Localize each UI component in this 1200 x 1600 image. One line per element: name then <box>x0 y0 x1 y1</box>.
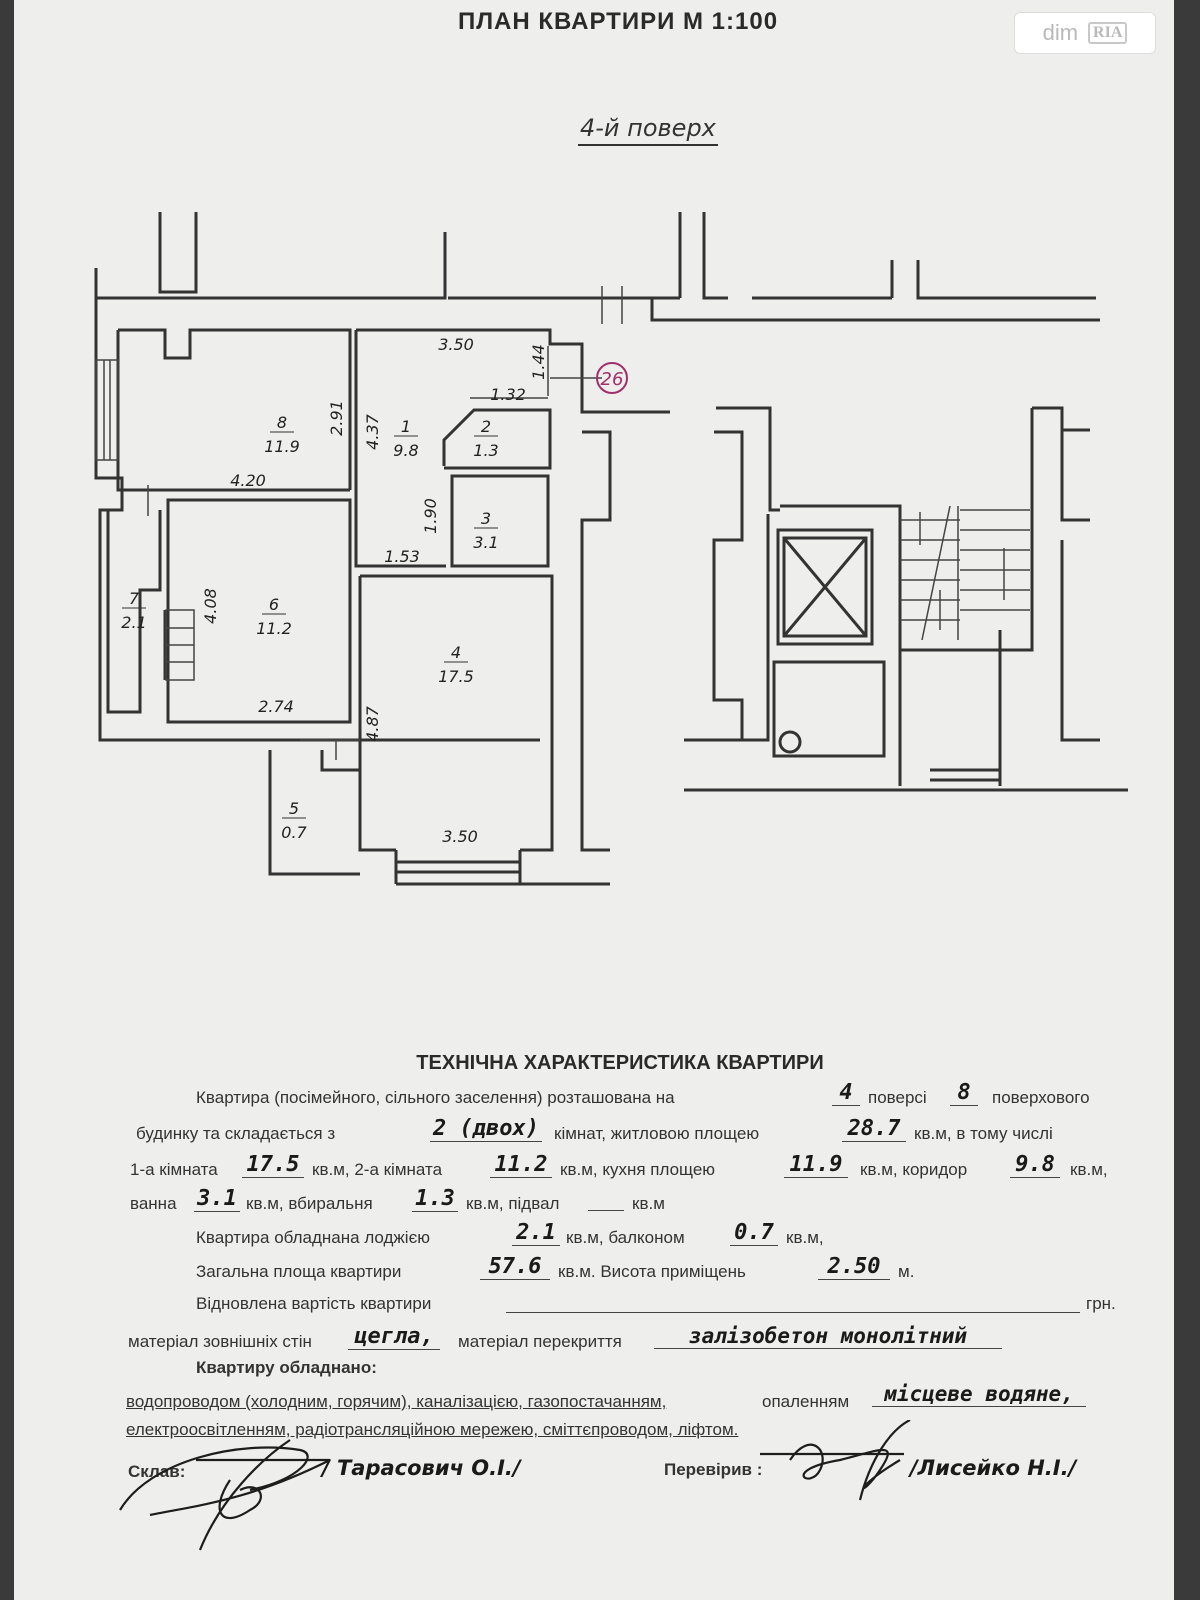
height-value: 2.50 <box>818 1254 890 1280</box>
room-1-number: 1 <box>401 417 411 436</box>
tech-text: кв.м <box>632 1194 665 1213</box>
dimension-label: 4.37 <box>363 413 382 449</box>
dimension-label: 1.44 <box>529 344 548 380</box>
toilet-value: 1.3 <box>412 1186 458 1212</box>
room-4-number: 4 <box>451 643 461 662</box>
tech-text: Загальна площа квартири <box>196 1262 402 1281</box>
dimension-label: 2.74 <box>258 697 294 716</box>
room-5-area: 0.7 <box>281 823 307 842</box>
walls-value: цегла, <box>348 1324 440 1350</box>
room-8-area: 11.9 <box>264 437 300 456</box>
signatures-drawing <box>119 1420 911 1551</box>
ceiling-value: залізобетон монолітний <box>654 1324 1002 1349</box>
floors-total-value: 8 <box>950 1080 978 1106</box>
tech-text: кв.м. Висота приміщень <box>558 1262 746 1281</box>
tech-text: будинку та складається з <box>136 1124 336 1143</box>
corridor-value: 9.8 <box>1010 1152 1060 1178</box>
tech-text: поверсі <box>868 1088 927 1107</box>
loggia-value: 2.1 <box>512 1220 560 1246</box>
room-7-area: 2.1 <box>121 613 146 632</box>
checked-name: /Лисейко Н.І./ <box>910 1456 1077 1480</box>
room-6-area: 11.2 <box>256 619 292 638</box>
room-1-area: 9.8 <box>393 441 418 460</box>
tech-text: Квартира (посімейного, сільного заселенн… <box>196 1088 675 1107</box>
dimension-label: 1.32 <box>490 385 526 404</box>
tech-text: кв.м, 2-а кімната <box>312 1160 443 1179</box>
tech-text: Відновлена вартість квартири <box>196 1294 432 1313</box>
room-2-number: 2 <box>481 417 491 436</box>
room-2-area: 1.3 <box>473 441 498 460</box>
heating-value: місцеве водяне, <box>872 1382 1086 1407</box>
tech-text: Квартира обладнана лоджією <box>196 1228 431 1247</box>
tech-text: ванна <box>130 1194 177 1213</box>
room-7-number: 7 <box>129 589 140 608</box>
apartment-number: 26 <box>601 369 624 390</box>
tech-text: грн. <box>1086 1294 1116 1313</box>
signature-lyseiko <box>760 1420 911 1501</box>
tech-text: 1-а кімната <box>130 1160 218 1179</box>
dimension-label: 4.20 <box>230 471 266 490</box>
basement-blank <box>588 1210 624 1211</box>
tech-text: кв.м, вбиральня <box>246 1194 373 1213</box>
balcony-value: 0.7 <box>730 1220 778 1246</box>
floor-plan-drawing: 26 8 11.9 1 9.8 2 1.3 3 3.1 6 11.2 7 2.1… <box>94 212 1128 886</box>
document-page <box>14 0 1174 1600</box>
floor-value: 4 <box>832 1080 860 1106</box>
tech-text: кв.м, <box>1070 1160 1108 1179</box>
tech-text: опаленням <box>762 1392 850 1411</box>
tech-text: кв.м, балконом <box>566 1228 685 1247</box>
room2-value: 11.2 <box>490 1152 552 1178</box>
room1-value: 17.5 <box>242 1152 304 1178</box>
tech-spec-title: ТЕХНІЧНА ХАРАКТЕРИСТИКА КВАРТИРИ <box>416 1052 824 1074</box>
room-3-number: 3 <box>481 509 491 528</box>
plan-title: ПЛАН КВАРТИРИ М 1:100 <box>457 8 779 35</box>
tech-text: кв.м, підвал <box>466 1194 560 1213</box>
living-area-value: 28.7 <box>842 1116 906 1142</box>
signature-tarasovych <box>119 1439 331 1551</box>
dimension-label: 3.50 <box>438 335 474 354</box>
watermark-text: dim <box>1042 20 1079 45</box>
dimension-label: 2.91 <box>327 400 346 436</box>
dimension-label: 1.53 <box>384 547 420 566</box>
room-4-area: 17.5 <box>438 667 474 686</box>
tech-text: кв.м, в тому числі <box>914 1124 1053 1143</box>
bath-value: 3.1 <box>194 1186 240 1212</box>
ria-logo: RIA <box>1088 22 1128 44</box>
total-area-value: 57.6 <box>480 1254 550 1280</box>
floor-label: 4-й поверх <box>578 114 718 146</box>
tech-text: кв.м, <box>786 1228 824 1247</box>
rooms-count-value: 2 (двох) <box>430 1116 542 1142</box>
tech-text: кімнат, житловою площею <box>554 1124 760 1143</box>
tech-text: електроосвітленням, радіотрансляційною м… <box>126 1420 739 1439</box>
tech-text: м. <box>898 1262 915 1281</box>
room-3-area: 3.1 <box>473 533 498 552</box>
dimension-label: 3.50 <box>442 827 478 846</box>
room-5-number: 5 <box>289 799 299 818</box>
tech-text: матеріал перекриття <box>458 1332 622 1351</box>
apartment-number-circle <box>596 362 628 394</box>
tech-text: кв.м, кухня площею <box>560 1160 716 1179</box>
equipped-heading: Квартиру обладнано: <box>196 1358 377 1377</box>
kitchen-value: 11.9 <box>784 1152 848 1178</box>
value-blank <box>506 1312 1080 1313</box>
dimension-label: 4.87 <box>363 705 382 741</box>
tech-text: матеріал зовнішніх стін <box>128 1332 312 1351</box>
tech-text: поверхового <box>992 1088 1090 1107</box>
room-6-number: 6 <box>269 595 279 614</box>
composed-name: / Тарасович О.І./ <box>322 1456 521 1480</box>
dimension-label: 1.90 <box>421 498 440 534</box>
dimension-label: 4.08 <box>201 588 220 624</box>
room-8-number: 8 <box>277 413 287 432</box>
watermark-logo: dim RIA <box>1014 12 1156 54</box>
checked-label: Перевірив : <box>664 1460 763 1479</box>
tech-text: водопроводом (холодним, горячим), каналі… <box>126 1392 667 1411</box>
tech-text: кв.м, коридор <box>860 1160 968 1179</box>
